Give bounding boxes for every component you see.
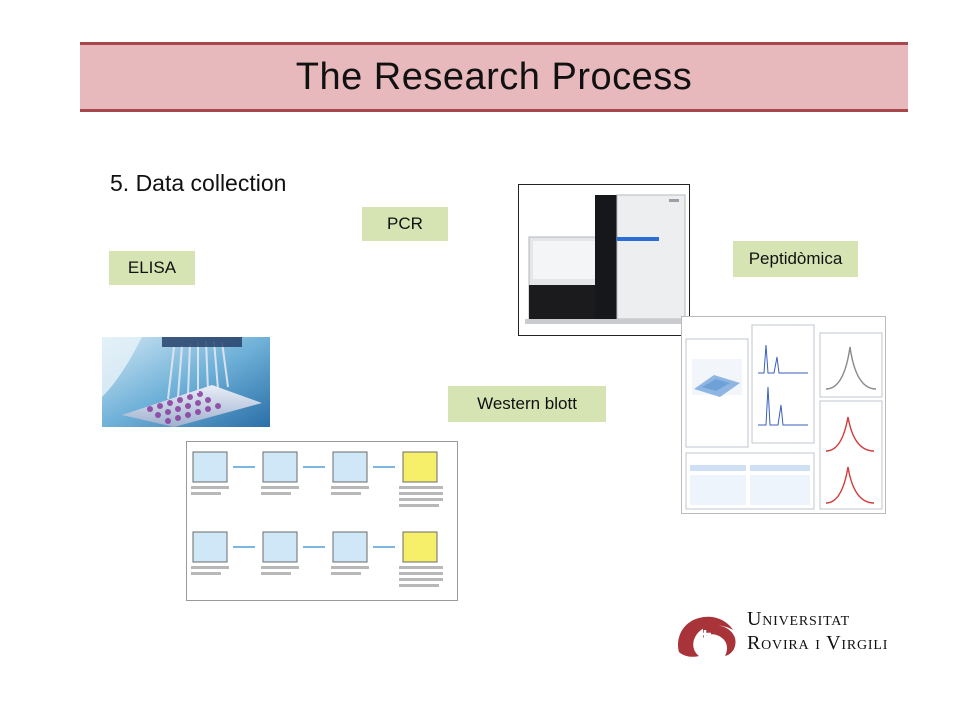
urv-emblem-icon	[677, 616, 736, 657]
tag-western-blott: Western blott	[448, 386, 606, 422]
elisa-diagram-figure	[186, 441, 458, 601]
tag-elisa: ELISA	[109, 251, 195, 285]
peptidomics-workflow-figure	[681, 316, 886, 514]
sequencer-illustration	[519, 185, 689, 335]
slide-title: The Research Process	[295, 55, 693, 98]
sequencer-image	[518, 184, 690, 336]
tag-western-blott-label: Western blott	[477, 394, 577, 413]
slide-subtitle: 5. Data collection	[110, 170, 287, 196]
tag-pcr: PCR	[362, 207, 448, 241]
elisa-diagram-illustration	[187, 442, 457, 600]
elisa-plate-illustration	[102, 337, 270, 427]
tag-peptidomica-label: Peptidòmica	[748, 249, 843, 268]
tag-pcr-label: PCR	[387, 214, 423, 233]
peptidomics-illustration	[682, 317, 885, 513]
tag-elisa-label: ELISA	[127, 258, 177, 277]
title-bar: The Research Process	[80, 42, 908, 112]
logo-text-line1: Universitat	[747, 608, 851, 630]
university-logo: Universitat Rovira i Virgili	[673, 608, 908, 660]
elisa-plate-photo	[102, 337, 270, 427]
tag-peptidomica: Peptidòmica	[733, 241, 858, 277]
logo-text-line2: Rovira i Virgili	[747, 632, 889, 654]
